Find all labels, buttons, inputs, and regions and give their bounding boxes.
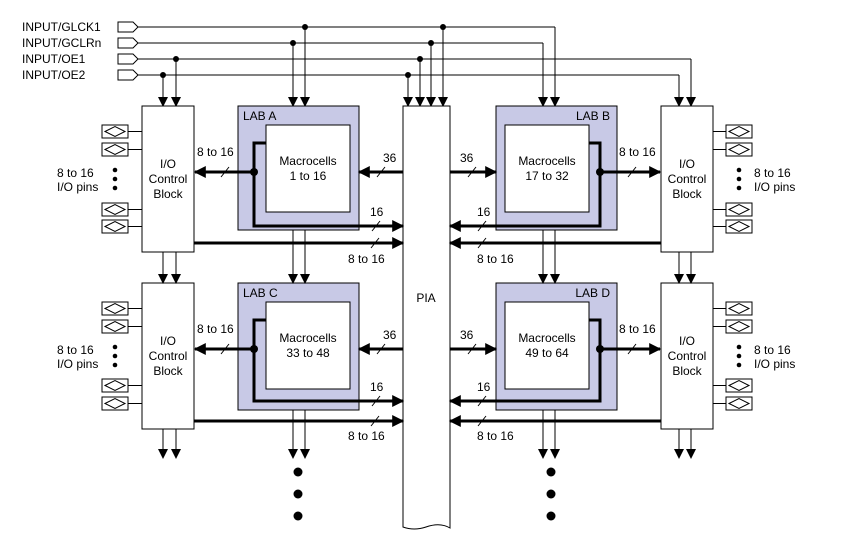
bus-label-a-36: 36 [383,151,397,165]
lab-a-macro-title: Macrocells [279,154,336,168]
svg-text:Control: Control [149,349,188,363]
input-pin-oe2 [117,69,139,81]
vertical-arrows [158,230,696,459]
svg-text:Block: Block [672,364,702,378]
bus-label-b-36: 36 [460,151,474,165]
lab-b-label: LAB B [576,109,610,123]
svg-text:Control: Control [668,172,707,186]
bus-label-tr-io-pia: 8 to 16 [477,252,514,266]
io-pins-label-tr-1: 8 to 16 [754,166,791,180]
lab-b: LAB B Macrocells 17 to 32 [495,105,618,231]
input-pin-gclrn [117,37,139,49]
lab-c-label: LAB C [243,286,278,300]
lab-c-macro-title: Macrocells [279,331,336,345]
bus-label-d-16: 16 [477,380,491,394]
bus-junctions [250,168,604,353]
lab-b-macro-range: 17 to 32 [525,169,569,183]
lab-b-macro-title: Macrocells [518,154,575,168]
lab-c: LAB C Macrocells 33 to 48 [237,282,360,411]
input-label-gclrn: INPUT/GCLRn [22,36,101,50]
continuation-dots [293,467,556,521]
io-pins-label-tl-2: I/O pins [57,180,98,194]
bus-label-b-16: 16 [477,205,491,219]
lab-d: LAB D Macrocells 49 to 64 [495,282,618,411]
svg-text:I/O: I/O [679,157,695,171]
pia-label: PIA [416,291,435,305]
lab-a-label: LAB A [243,109,276,123]
input-label-oe2: INPUT/OE2 [22,68,86,82]
bus-label-br-io-pia: 8 to 16 [477,429,514,443]
bus-label-d-36: 36 [460,328,474,342]
io-pin-ellipsis [112,167,742,368]
input-pin-glck1 [117,21,139,33]
svg-text:Block: Block [672,187,702,201]
bus-label-c-io: 8 to 16 [197,322,234,336]
svg-text:Control: Control [668,349,707,363]
input-label-glck1: INPUT/GLCK1 [22,20,101,34]
bus-slashes [220,166,637,427]
bus-label-a-io: 8 to 16 [197,145,234,159]
bus-label-b-io: 8 to 16 [619,145,656,159]
svg-text:Control: Control [149,172,188,186]
lab-d-macro-title: Macrocells [518,331,575,345]
svg-text:I/O: I/O [160,334,176,348]
pia-block [402,105,451,530]
svg-text:I/O: I/O [160,157,176,171]
bus-label-c-16: 16 [370,380,384,394]
bus-label-a-16: 16 [370,205,384,219]
lab-d-macro-range: 49 to 64 [525,346,569,360]
bus-label-c-36: 36 [383,328,397,342]
lab-a: LAB A Macrocells 1 to 16 [237,105,360,231]
lab-c-macro-range: 33 to 48 [286,346,330,360]
input-pin-oe1 [117,53,139,65]
io-pins-label-bl-2: I/O pins [57,357,98,371]
svg-text:Block: Block [153,364,183,378]
io-block-top-right: I/O Control Block [660,105,714,253]
bus-label-tl-io-pia: 8 to 16 [348,252,385,266]
input-label-oe1: INPUT/OE1 [22,52,86,66]
io-pins-label-br-2: I/O pins [754,357,795,371]
bus-label-d-io: 8 to 16 [619,322,656,336]
io-block-top-left: I/O Control Block [141,105,195,253]
lab-d-label: LAB D [575,286,610,300]
io-pins-label-tl-1: 8 to 16 [57,166,94,180]
global-inputs [117,21,696,107]
io-pins-label-tr-2: I/O pins [754,180,795,194]
lab-a-macro-range: 1 to 16 [290,169,327,183]
svg-text:I/O: I/O [679,334,695,348]
bus-label-bl-io-pia: 8 to 16 [348,429,385,443]
io-pin-buffers [101,124,753,411]
io-pins-label-br-1: 8 to 16 [754,343,791,357]
junction-dots [160,24,446,78]
svg-text:Block: Block [153,187,183,201]
io-pins-label-bl-1: 8 to 16 [57,343,94,357]
io-pin-connectors [128,131,726,404]
io-block-bottom-left: I/O Control Block [141,282,195,430]
io-block-bottom-right: I/O Control Block [660,282,714,430]
